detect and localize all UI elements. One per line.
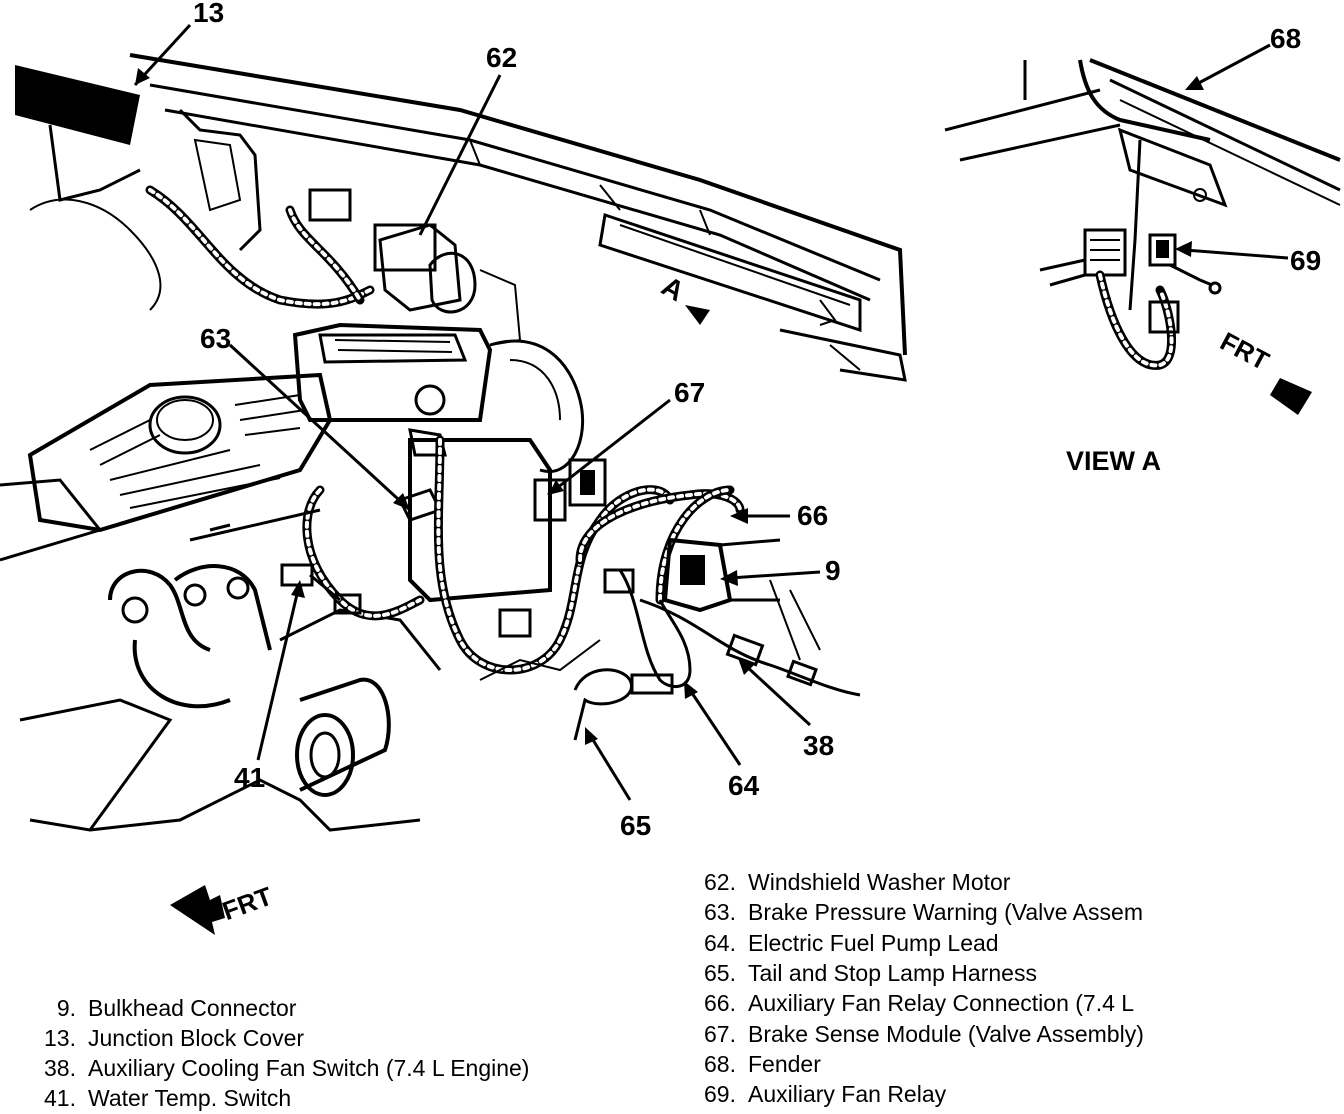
legend-item: 63. Brake Pressure Warning (Valve Assem [690, 899, 1143, 925]
frt-label-view-a: FRT [1215, 326, 1274, 376]
legend-item: 65. Tail and Stop Lamp Harness [690, 960, 1037, 986]
view-a-inset: FRT VIEW A [944, 58, 1341, 476]
cowl-panel [129, 53, 907, 382]
legend-number: 63. [704, 899, 736, 925]
frt-arrow-main-icon [170, 885, 225, 935]
legend-item: 41. Water Temp. Switch [30, 1085, 291, 1111]
grille-area [15, 65, 262, 311]
legend-item: 62. Windshield Washer Motor [690, 869, 1010, 895]
legend-item: 68. Fender [690, 1051, 821, 1077]
legend-text: Fender [748, 1051, 821, 1077]
legend-number: 69. [704, 1081, 736, 1107]
legend-text: Electric Fuel Pump Lead [748, 930, 999, 956]
valve-cover [0, 372, 333, 562]
callout-numbers: 13 62 63 67 66 9 38 64 65 41 68 69 [193, 0, 1321, 841]
main-harness [189, 435, 745, 681]
legend-text: Auxiliary Fan Relay Connection (7.4 L [748, 990, 1135, 1016]
lower-leads [498, 568, 861, 741]
legend-item: 13. Junction Block Cover [30, 1025, 304, 1051]
upper-harness [145, 185, 437, 309]
legend-text: Brake Sense Module (Valve Assembly) [748, 1021, 1144, 1047]
starter-motor [89, 677, 421, 832]
leader-lines [133, 23, 1289, 801]
legend-number: 68. [704, 1051, 736, 1077]
legend-number: 13. [44, 1025, 76, 1051]
legend-text: Bulkhead Connector [88, 995, 297, 1021]
legend-number: 38. [44, 1055, 76, 1081]
callout-63: 63 [200, 323, 231, 354]
water-temp-switch [280, 563, 362, 615]
legend-number: 67. [704, 1021, 736, 1047]
callout-67: 67 [674, 377, 705, 408]
callout-64: 64 [728, 770, 760, 801]
legend-number: 66. [704, 990, 736, 1016]
legend-text: Auxiliary Cooling Fan Switch (7.4 L Engi… [88, 1055, 530, 1081]
callout-9: 9 [825, 555, 841, 586]
legend-text: Auxiliary Fan Relay [748, 1081, 947, 1107]
legend-number: 65. [704, 960, 736, 986]
legend-item: 67. Brake Sense Module (Valve Assembly) [690, 1021, 1144, 1047]
exhaust-pipes [19, 564, 442, 832]
callout-13: 13 [193, 0, 224, 28]
callout-62: 62 [486, 42, 517, 73]
frt-indicator-view-a: FRT [1215, 326, 1312, 415]
legend-text: Water Temp. Switch [88, 1085, 292, 1111]
callout-68: 68 [1270, 23, 1301, 54]
view-a-title: VIEW A [1066, 446, 1161, 476]
bulkhead-connector [662, 537, 821, 661]
legend-item: 69. Auxiliary Fan Relay [690, 1081, 946, 1107]
callout-38: 38 [803, 730, 834, 761]
legend-number: 9. [56, 995, 76, 1021]
frt-arrow-view-a-icon [1270, 378, 1312, 415]
callout-41: 41 [234, 762, 265, 793]
frt-indicator-main: FRT [170, 881, 276, 935]
view-a-marker-letter: A [657, 270, 690, 307]
legend-number: 62. [704, 869, 736, 895]
legend-item: 9. Bulkhead Connector [30, 995, 297, 1021]
master-cylinder [292, 322, 585, 474]
legend-item: 38. Auxiliary Cooling Fan Switch (7.4 L E… [30, 1055, 529, 1081]
legend-text: Windshield Washer Motor [748, 869, 1011, 895]
legend-text: Brake Pressure Warning (Valve Assem [748, 899, 1143, 925]
callout-69: 69 [1290, 245, 1321, 276]
legend-text: Junction Block Cover [88, 1025, 305, 1051]
legend-item: 64. Electric Fuel Pump Lead [690, 930, 999, 956]
legend-item: 66. Auxiliary Fan Relay Connection (7.4 L [690, 990, 1134, 1016]
legend-number: 41. [44, 1085, 76, 1111]
brake-module-cluster [397, 384, 607, 603]
legend-number: 64. [704, 930, 736, 956]
legend-text: Tail and Stop Lamp Harness [748, 960, 1037, 986]
main-engine-view: A FRT [0, 53, 907, 935]
callout-66: 66 [797, 500, 828, 531]
callout-65: 65 [620, 810, 651, 841]
frt-label-main: FRT [218, 881, 276, 927]
